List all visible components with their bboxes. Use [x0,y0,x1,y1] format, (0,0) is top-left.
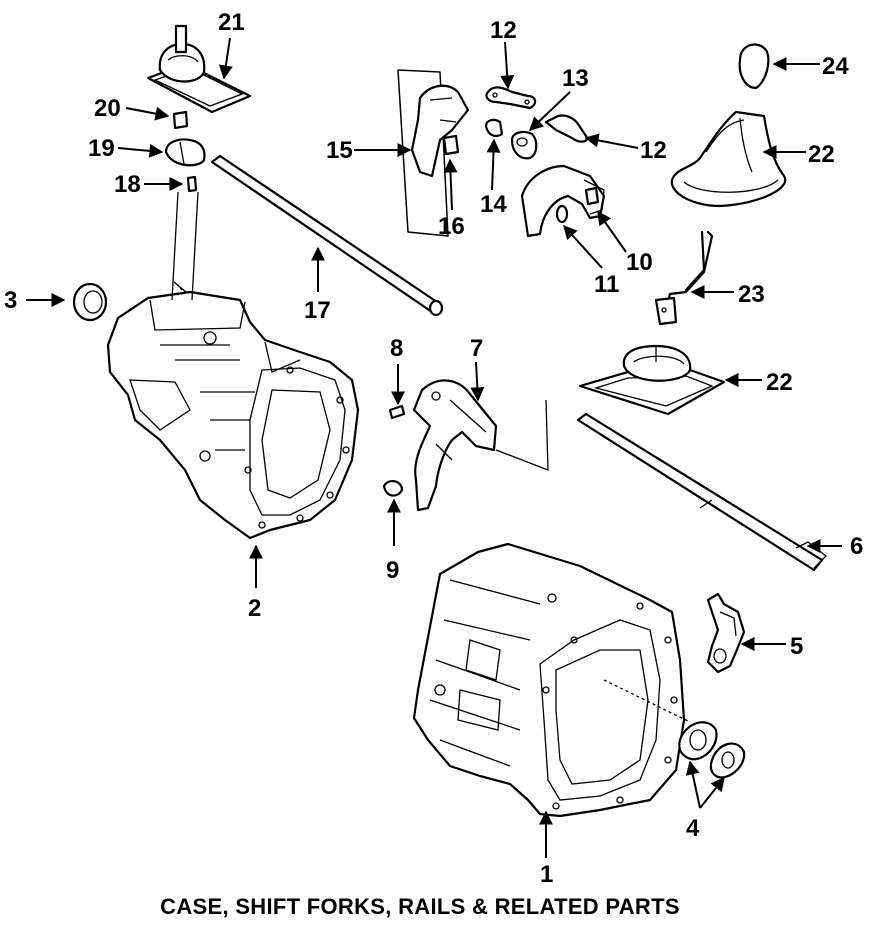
boot-part-22-upper [670,110,787,208]
bearing-part-4 [678,721,746,779]
callout-18: 18 [114,171,141,198]
extension-housing-part-2 [106,281,360,540]
callout-19: 19 [88,135,115,162]
shift-fork-part-15 [397,69,470,237]
callout-7: 7 [470,335,483,362]
callout-20: 20 [94,95,121,122]
insert-part-14 [484,118,504,137]
seal-part-3 [72,282,108,322]
shift-fork-part-7 [412,379,549,512]
pin-part-18 [171,175,199,301]
callout-6: 6 [850,533,863,560]
callout-24: 24 [822,53,849,80]
pin-part-9 [382,480,404,497]
callout-1: 1 [540,861,553,888]
boot-part-19 [164,138,206,167]
callout-22a: 22 [808,141,835,168]
callout-16: 16 [438,213,465,240]
leader-lines [26,37,842,858]
callout-11: 11 [594,271,619,298]
bushing-part-20 [172,110,189,130]
callout-13: 13 [562,65,589,92]
base-plate-part-22 [578,344,726,416]
callout-22b: 22 [766,369,793,396]
callout-14: 14 [480,191,507,218]
callout-12a: 12 [490,17,517,44]
transmission-case-part-1 [412,542,691,818]
pin-part-11 [555,204,569,224]
callout-12b: 12 [640,137,667,164]
callout-labels: 1 2 3 4 5 6 7 8 9 10 11 12 12 13 14 15 1… [4,9,863,888]
shift-fork-part-10 [520,164,606,238]
callout-21: 21 [218,9,245,36]
callout-15: 15 [326,137,353,164]
callout-4: 4 [686,815,700,842]
callout-3: 3 [4,287,17,314]
callout-17: 17 [304,297,331,324]
lever-part-23 [654,230,714,326]
callout-5: 5 [790,633,803,660]
knob-part-24 [738,43,770,90]
clip-part-12-lower [544,114,588,143]
callout-8: 8 [390,335,403,362]
callout-2: 2 [248,595,261,622]
shift-block-part-13 [510,130,538,160]
bracket-part-5 [706,592,746,674]
shift-rail-part-17 [210,154,444,317]
shifter-assembly-part-21 [146,24,252,114]
callout-9: 9 [386,557,399,584]
diagram-caption: CASE, SHIFT FORKS, RAILS & RELATED PARTS [160,894,680,919]
callout-10: 10 [626,249,653,276]
pin-part-8 [388,404,406,420]
callout-23: 23 [738,281,765,308]
clip-part-12-upper [485,86,537,110]
shift-rail-part-6 [576,412,827,572]
